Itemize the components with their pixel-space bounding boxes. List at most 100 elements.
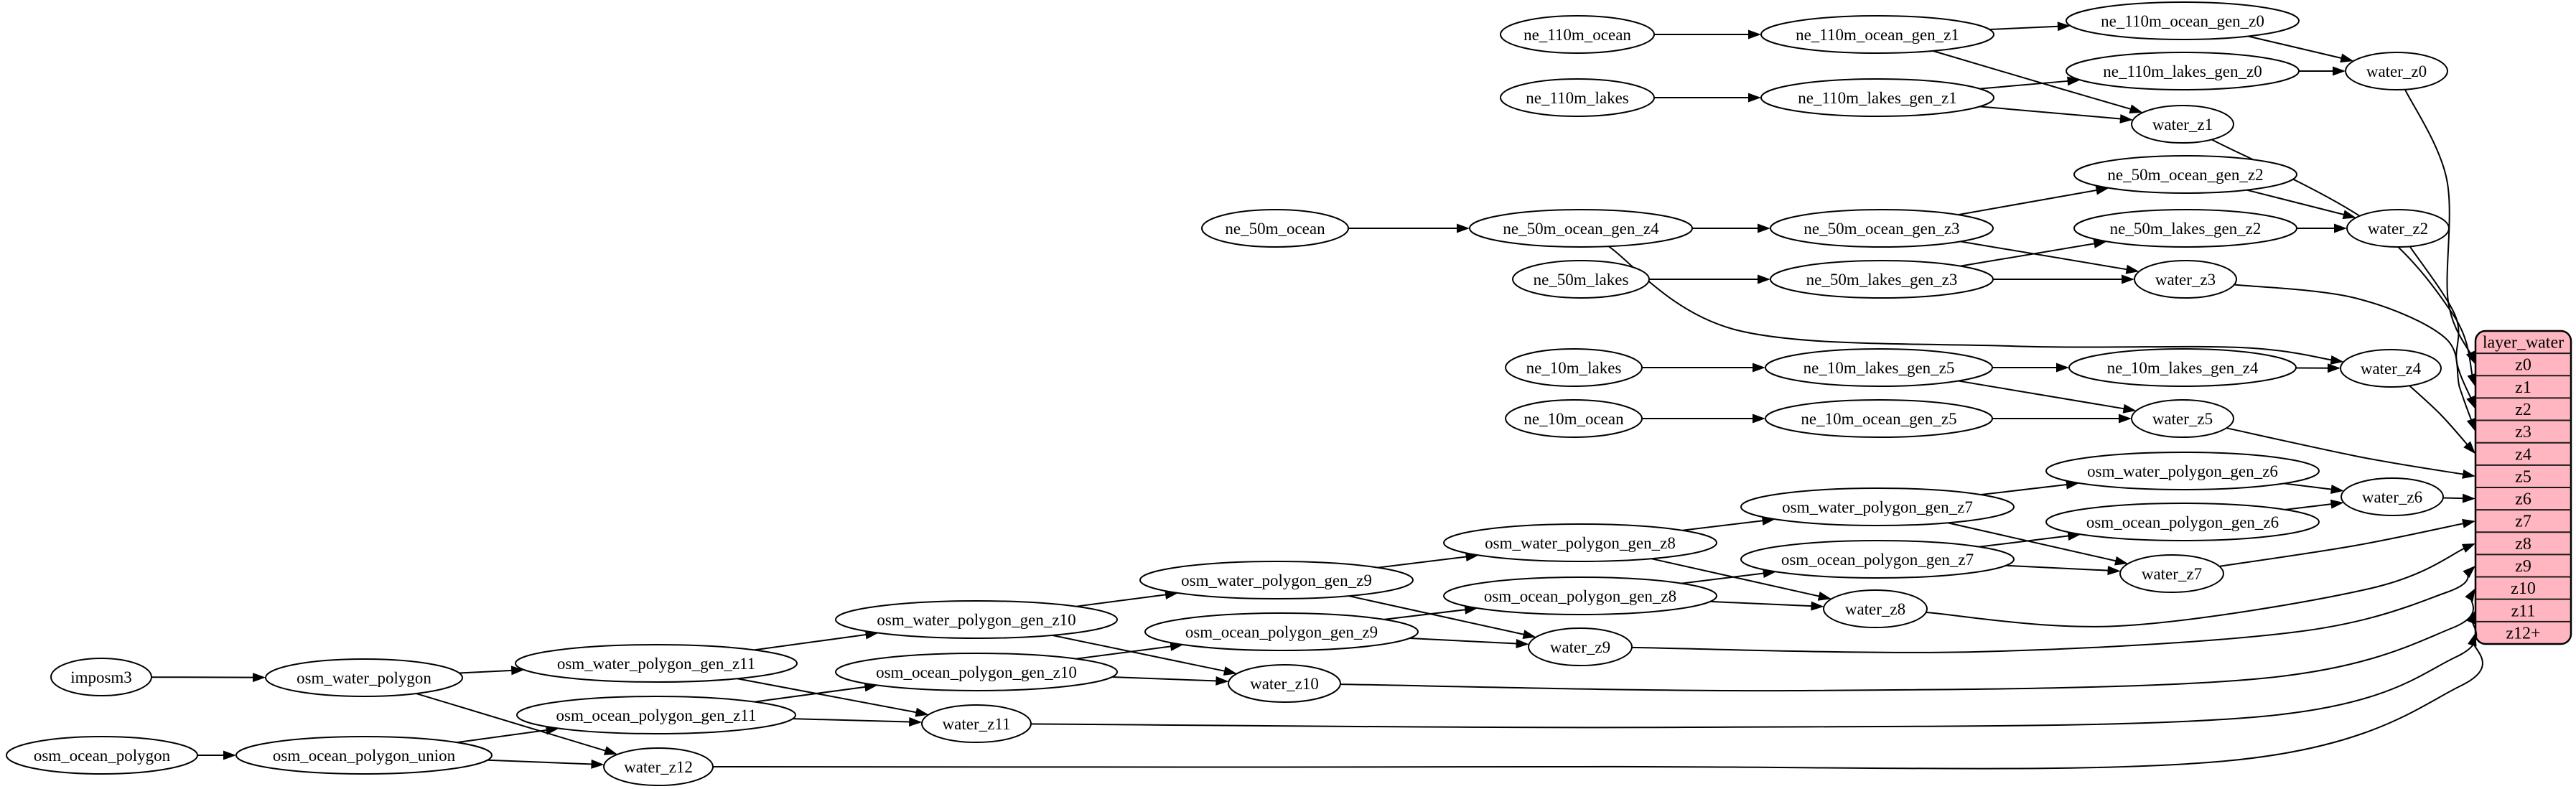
node-label-water_z1: water_z1 xyxy=(2152,116,2213,134)
arrowhead-icon xyxy=(2463,565,2475,578)
node-label-water_z9: water_z9 xyxy=(1550,638,1610,656)
node-shape-osm_ocean_polygon_gen_z7 xyxy=(1740,540,2015,579)
node-label-osm_ocean_polygon_union: osm_ocean_polygon_union xyxy=(273,747,456,765)
node-osm_ocean_polygon_union: osm_ocean_polygon_union xyxy=(235,736,493,775)
arrowhead-icon xyxy=(2342,210,2356,220)
node-osm_ocean_polygon_gen_z6: osm_ocean_polygon_gen_z6 xyxy=(2045,503,2320,541)
node-label-imposm3: imposm3 xyxy=(70,668,132,686)
node-label-ne_10m_ocean_gen_z5: ne_10m_ocean_gen_z5 xyxy=(1801,410,1956,428)
node-water_z0: water_z0 xyxy=(2345,52,2448,90)
node-osm_ocean_polygon_gen_z7: osm_ocean_polygon_gen_z7 xyxy=(1740,540,2015,579)
node-label-ne_50m_ocean_gen_z2: ne_50m_ocean_gen_z2 xyxy=(2107,166,2263,184)
node-label-osm_water_polygon_gen_z8: osm_water_polygon_gen_z8 xyxy=(1485,534,1676,552)
node-ne_50m_lakes_gen_z2: ne_50m_lakes_gen_z2 xyxy=(2073,209,2297,248)
node-label-osm_water_polygon_gen_z10: osm_water_polygon_gen_z10 xyxy=(877,611,1075,629)
edge-osm_ocean_polygon_gen_z8-to-osm_ocean_polygon_gen_z7 xyxy=(1681,571,1768,584)
node-shape-ne_10m_lakes_gen_z4 xyxy=(2068,348,2297,387)
edge-water_z4-to-layer_water-z4 xyxy=(2409,385,2470,448)
arrowhead-icon xyxy=(1753,414,1765,424)
node-label-ne_10m_lakes: ne_10m_lakes xyxy=(1526,359,1622,377)
node-water_z8: water_z8 xyxy=(1823,589,1928,628)
arrowhead-icon xyxy=(2466,417,2476,432)
node-osm_water_polygon: osm_water_polygon xyxy=(265,658,463,697)
node-ne_50m_lakes_gen_z3: ne_50m_lakes_gen_z3 xyxy=(1770,260,1994,299)
arrowhead-icon xyxy=(2466,610,2475,625)
arrowhead-icon xyxy=(2057,22,2071,32)
node-shape-ne_110m_ocean_gen_z0 xyxy=(2066,1,2300,40)
node-ne_10m_ocean_gen_z5: ne_10m_ocean_gen_z5 xyxy=(1765,399,1993,438)
node-shape-ne_110m_ocean_gen_z1 xyxy=(1760,15,1994,54)
node-shape-osm_water_polygon_gen_z7 xyxy=(1740,487,2015,526)
node-label-ne_50m_lakes_gen_z3: ne_50m_lakes_gen_z3 xyxy=(1806,271,1958,289)
edge-osm_ocean_polygon_union-to-water_z12 xyxy=(487,759,596,765)
node-shape-water_z11 xyxy=(921,704,1032,743)
node-shape-osm_ocean_polygon xyxy=(6,736,198,775)
node-shape-osm_ocean_polygon_gen_z8 xyxy=(1443,576,1717,615)
table-row-z0: z0 xyxy=(2515,356,2531,375)
node-water_z7: water_z7 xyxy=(2119,554,2224,593)
arrowhead-icon xyxy=(223,750,236,760)
node-ne_50m_ocean_gen_z4: ne_50m_ocean_gen_z4 xyxy=(1469,209,1693,248)
arrowhead-icon xyxy=(510,666,525,676)
arrowhead-icon xyxy=(2462,518,2475,528)
node-osm_water_polygon_gen_z10: osm_water_polygon_gen_z10 xyxy=(835,600,1118,639)
arrowhead-icon xyxy=(2122,403,2137,414)
node-label-ne_50m_ocean_gen_z3: ne_50m_ocean_gen_z3 xyxy=(1803,220,1959,238)
node-shape-ne_50m_lakes xyxy=(1512,260,1650,299)
arrowhead-icon xyxy=(2463,441,2475,454)
table-row-z8: z8 xyxy=(2515,535,2531,554)
arrowhead-icon xyxy=(2330,499,2344,509)
arrowhead-icon xyxy=(2467,373,2476,387)
node-label-osm_ocean_polygon_gen_z10: osm_ocean_polygon_gen_z10 xyxy=(876,663,1077,681)
edge-water_z10-to-layer_water-z10 xyxy=(1340,594,2474,692)
node-osm_ocean_polygon_gen_z11: osm_ocean_polygon_gen_z11 xyxy=(516,696,796,734)
node-label-water_z6: water_z6 xyxy=(2362,488,2422,506)
node-shape-water_z0 xyxy=(2345,52,2448,90)
edge-osm_water_polygon_gen_z8-to-water_z8 xyxy=(1651,558,1824,598)
arrowhead-icon xyxy=(2330,355,2344,365)
node-label-water_z12: water_z12 xyxy=(624,758,693,776)
node-osm_water_polygon_gen_z7: osm_water_polygon_gen_z7 xyxy=(1740,487,2015,526)
node-ne_110m_ocean: ne_110m_ocean xyxy=(1500,15,1655,54)
arrowhead-icon xyxy=(2333,66,2346,76)
node-water_z3: water_z3 xyxy=(2134,260,2237,299)
node-water_z1: water_z1 xyxy=(2131,105,2234,144)
arrowhead-icon xyxy=(1215,676,1229,686)
node-label-water_z8: water_z8 xyxy=(1845,600,1905,618)
arrowhead-icon xyxy=(591,759,605,769)
node-shape-water_z2 xyxy=(2346,209,2450,248)
arrowhead-icon xyxy=(2129,104,2143,114)
node-water_z12: water_z12 xyxy=(603,747,714,786)
edge-osm_water_polygon_gen_z11-to-osm_water_polygon_gen_z10 xyxy=(754,633,870,651)
edge-ne_50m_lakes_gen_z3-to-ne_50m_lakes_gen_z2 xyxy=(1960,242,2099,267)
node-label-ne_50m_lakes: ne_50m_lakes xyxy=(1534,271,1629,289)
node-label-ne_110m_ocean_gen_z0: ne_110m_ocean_gen_z0 xyxy=(2101,12,2264,30)
node-shape-ne_10m_lakes xyxy=(1505,348,1643,387)
node-label-osm_ocean_polygon_gen_z7: osm_ocean_polygon_gen_z7 xyxy=(1781,551,1974,569)
arrowhead-icon xyxy=(915,707,929,717)
node-label-ne_50m_ocean: ne_50m_ocean xyxy=(1225,220,1325,238)
node-water_z4: water_z4 xyxy=(2340,349,2442,388)
node-shape-osm_water_polygon_gen_z11 xyxy=(515,644,798,683)
node-label-ne_10m_lakes_gen_z5: ne_10m_lakes_gen_z5 xyxy=(1803,359,1955,377)
layer-water-table-title: layer_water xyxy=(2483,334,2564,353)
arrowhead-icon xyxy=(2334,223,2347,233)
arrowhead-icon xyxy=(2066,480,2079,490)
edge-osm_ocean_polygon_gen_z6-to-water_z6 xyxy=(2285,503,2335,510)
edge-osm_ocean_polygon_gen_z11-to-osm_ocean_polygon_gen_z10 xyxy=(754,686,869,703)
arrowhead-icon xyxy=(1223,666,1237,676)
edge-water_z5-to-layer_water-z5 xyxy=(2226,427,2468,476)
edge-osm_water_polygon_gen_z10-to-osm_water_polygon_gen_z9 xyxy=(1076,593,1170,607)
node-shape-ne_10m_lakes_gen_z5 xyxy=(1765,348,1993,387)
node-label-osm_ocean_polygon_gen_z8: osm_ocean_polygon_gen_z8 xyxy=(1484,587,1676,605)
table-row-z11: z11 xyxy=(2511,602,2536,620)
node-shape-ne_110m_lakes xyxy=(1500,78,1655,117)
edge-osm_water_polygon_gen_z6-to-water_z6 xyxy=(2284,482,2335,491)
node-label-osm_water_polygon_gen_z11: osm_water_polygon_gen_z11 xyxy=(557,655,755,673)
edge-ne_110m_lakes_gen_z1-to-ne_110m_lakes_gen_z0 xyxy=(1979,80,2072,90)
arrowhead-icon xyxy=(2114,556,2129,566)
node-shape-osm_water_polygon_gen_z10 xyxy=(835,600,1118,639)
arrowhead-icon xyxy=(1753,363,1765,373)
